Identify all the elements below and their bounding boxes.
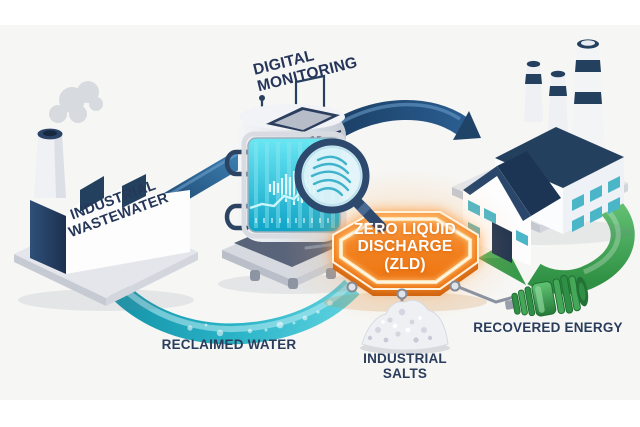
connector-nodes	[346, 280, 461, 300]
salt-pile-icon	[360, 299, 450, 354]
industrial-salts-label: INDUSTRIAL SALTS	[363, 351, 447, 382]
zld-octagon	[323, 211, 487, 312]
fingerprint-waves	[310, 155, 352, 197]
energy-device-icon	[504, 274, 589, 317]
treated-water-arrow	[330, 100, 481, 140]
chimney-icon	[524, 39, 605, 150]
magnifier-icon	[294, 138, 387, 233]
factory-roof	[495, 127, 624, 188]
smoke-icon	[49, 81, 103, 123]
factory-windows	[502, 176, 620, 232]
water-bubbles	[187, 300, 333, 337]
chimney-icon	[34, 128, 66, 198]
zld-label: ZERO LIQUID DISCHARGE (ZLD)	[353, 221, 457, 273]
top-display	[274, 110, 332, 130]
recovered-energy-label: RECOVERED ENERGY	[473, 320, 623, 335]
left-factory	[14, 81, 198, 311]
reclaimed-water-label: RECLAIMED WATER	[161, 337, 297, 352]
